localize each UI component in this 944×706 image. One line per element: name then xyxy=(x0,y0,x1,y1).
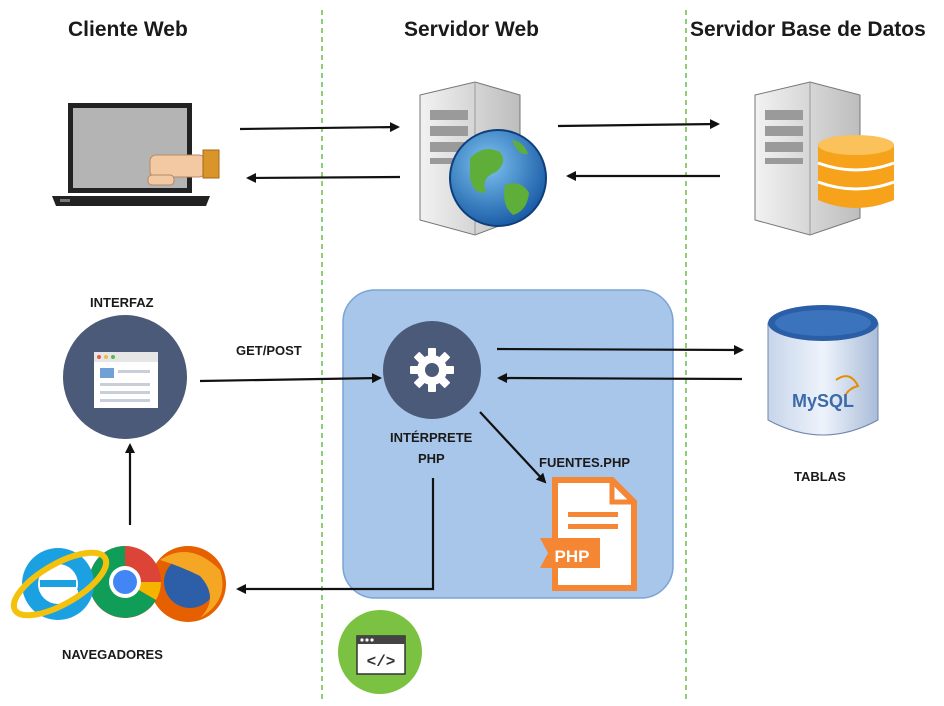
browsers-icon xyxy=(10,546,226,622)
arrow-client-to-webserver xyxy=(239,122,400,133)
chrome-icon xyxy=(89,546,161,618)
mysql-database-icon: MySQL xyxy=(767,305,879,436)
svg-text:</>: </> xyxy=(367,653,396,671)
label-interface: INTERFAZ xyxy=(90,295,154,310)
label-sources: FUENTES.PHP xyxy=(539,455,631,470)
web-server-icon xyxy=(419,81,547,236)
firefox-icon xyxy=(150,546,226,622)
svg-text:MySQL: MySQL xyxy=(792,391,854,411)
interface-icon xyxy=(63,315,187,439)
arrow-interface-to-interpreter xyxy=(199,373,382,384)
database-server-icon xyxy=(754,81,895,236)
label-browsers: NAVEGADORES xyxy=(62,647,163,662)
interpreter-gear-icon xyxy=(383,321,481,419)
label-interpreter-line2: PHP xyxy=(418,451,445,466)
arrow-interpreter-to-browsers xyxy=(236,478,435,594)
arrow-mysql-to-interpreter xyxy=(497,373,743,384)
svg-text:PHP: PHP xyxy=(555,547,590,566)
column-title-db-server: Servidor Base de Datos xyxy=(690,18,926,41)
label-get-post: GET/POST xyxy=(236,343,302,358)
internet-explorer-icon xyxy=(10,548,110,620)
arrow-webserver-to-client xyxy=(246,172,401,183)
arrow-webserver-to-db xyxy=(557,119,720,130)
arrow-interpreter-to-mysql xyxy=(496,344,744,355)
database-stack-icon xyxy=(817,135,895,208)
label-interpreter-line1: INTÉRPRETE xyxy=(390,430,473,445)
laptop-icon xyxy=(52,103,220,206)
label-tables: TABLAS xyxy=(794,469,846,484)
code-badge-icon: </> xyxy=(338,610,422,694)
arrow-interpreter-to-sources xyxy=(479,411,547,484)
php-file-icon: PHP xyxy=(540,477,637,591)
column-title-web-server: Servidor Web xyxy=(404,18,539,41)
column-title-client: Cliente Web xyxy=(68,18,188,41)
